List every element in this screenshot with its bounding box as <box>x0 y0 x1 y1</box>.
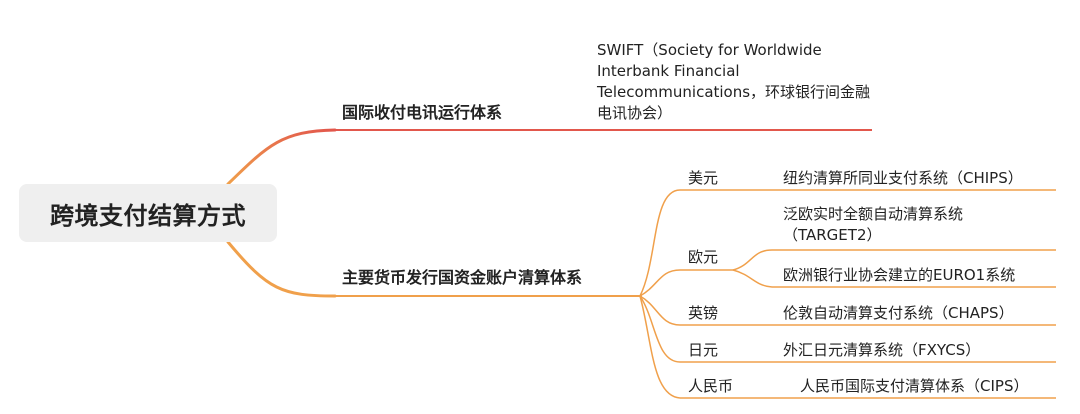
leaf-label-target2[interactable]: 泛欧实时全额自动清算系统（TARGET2） <box>783 205 964 244</box>
edge-hub-eur <box>639 269 681 297</box>
edge-hub-cny <box>639 295 681 399</box>
currency-label-jpy[interactable]: 日元 <box>688 341 719 359</box>
edge-eur-target2 <box>732 249 773 271</box>
currency-label-cny[interactable]: 人民币 <box>688 377 734 395</box>
root-node[interactable]: 跨境支付结算方式 <box>19 184 277 242</box>
currency-label-usd[interactable]: 美元 <box>688 169 719 187</box>
leaf-label-fxycs[interactable]: 外汇日元清算系统（FXYCS） <box>783 341 981 359</box>
edge-hub-jpy <box>639 295 681 363</box>
branch-label-telecom[interactable]: 国际收付电讯运行体系 <box>342 103 503 122</box>
edge-eur-euro1 <box>732 269 773 288</box>
leaf-label-euro1[interactable]: 欧洲银行业协会建立的EURO1系统 <box>783 266 1016 284</box>
edge-hub-gbp <box>639 295 681 326</box>
leaf-label-cips[interactable]: 人民币国际支付清算体系（CIPS） <box>800 377 1029 395</box>
leaf-label-chips[interactable]: 纽约清算所同业支付系统（CHIPS） <box>783 169 1023 187</box>
branch-label-clearing[interactable]: 主要货币发行国资金账户清算体系 <box>342 268 583 287</box>
currency-label-eur[interactable]: 欧元 <box>688 248 719 266</box>
root-label: 跨境支付结算方式 <box>50 201 246 230</box>
leaf-label-swift[interactable]: SWIFT（Society for Worldwide Interbank Fi… <box>597 41 871 122</box>
edge-hub-usd <box>639 189 681 297</box>
edge-root-branch1 <box>226 128 337 186</box>
leaf-label-chaps[interactable]: 伦敦自动清算支付系统（CHAPS） <box>783 304 1014 322</box>
edge-root-branch2 <box>226 240 337 298</box>
currency-label-gbp[interactable]: 英镑 <box>688 304 719 322</box>
